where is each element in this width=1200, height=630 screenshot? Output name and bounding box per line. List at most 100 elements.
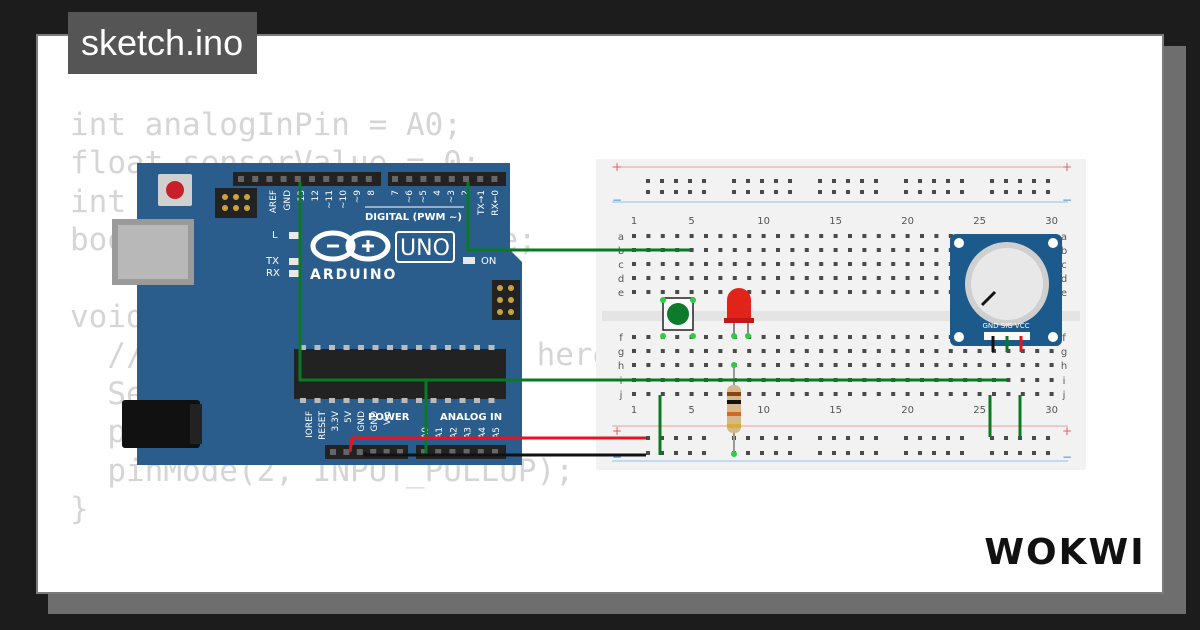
code-line: int analogInPin = A0; (70, 107, 462, 143)
chip-pin (329, 345, 335, 350)
column-number: 25 (973, 216, 986, 227)
rail-hole (660, 436, 664, 440)
rail-hole (860, 179, 864, 183)
pin-indicator (731, 451, 737, 457)
chip-pin (314, 398, 321, 403)
breadboard-hole (1006, 392, 1011, 396)
header-pin (492, 449, 498, 455)
rail-hole (646, 451, 650, 455)
digital-pin-label: 7 (391, 190, 401, 196)
breadboard-hole (718, 262, 723, 266)
smd-led (289, 258, 301, 265)
on-label: ON (481, 256, 496, 267)
pin-indicator (731, 333, 737, 339)
rail-hole (1018, 436, 1022, 440)
row-letter: a (1061, 232, 1067, 243)
code-line: } (70, 491, 89, 528)
column-number: 30 (1045, 216, 1058, 227)
breadboard-hole (920, 234, 924, 238)
rail-hole (932, 436, 936, 440)
rail-hole (946, 179, 950, 183)
rail-plus-label: + (612, 424, 622, 438)
header-pin (491, 176, 498, 182)
rail-hole (788, 179, 792, 183)
chip-pin (445, 345, 451, 350)
breadboard-hole (747, 262, 752, 266)
rail-minus-label: − (612, 450, 622, 464)
header-pin (280, 176, 287, 182)
breadboard-hole (675, 290, 680, 294)
rail-minus-label: − (1062, 193, 1072, 207)
digital-pin-label: 4 (433, 190, 443, 196)
header-pin (323, 176, 330, 182)
rail-hole (702, 436, 706, 440)
rail-hole (760, 190, 764, 194)
breadboard-hole (876, 248, 881, 252)
breadboard-hole (761, 335, 766, 339)
digital-pin-label: TX→1 (477, 190, 487, 216)
arduino-infinity-right (345, 230, 391, 262)
breadboard-hole (675, 392, 680, 396)
breadboard-hole (891, 234, 896, 238)
components: GND SIG VCC (660, 234, 1062, 457)
breadboard-center-gap (602, 311, 1080, 321)
breadboard-hole (862, 234, 867, 238)
breadboard-hole (660, 392, 665, 396)
wire (298, 182, 1008, 382)
breadboard-hole (920, 363, 924, 367)
breadboard-hole (819, 335, 824, 339)
breadboard-hole (848, 363, 852, 367)
rail-hole (960, 436, 964, 440)
digital-pin-label: ~10 (339, 190, 349, 209)
row-letter: e (618, 288, 624, 299)
rail-hole (990, 451, 994, 455)
chip-pin (430, 345, 437, 350)
rail-hole (818, 436, 822, 440)
digital-header-right (388, 172, 506, 186)
wokwi-logo-text: WOKWI (984, 532, 1145, 573)
header-pin (238, 176, 244, 182)
chip-pin (474, 398, 480, 403)
breadboard-hole (761, 276, 766, 280)
led-label-tx: TX (265, 256, 279, 267)
breadboard-hole (1049, 392, 1054, 396)
power-jack (122, 400, 200, 448)
chip-pin (387, 345, 393, 350)
breadboard-hole (920, 392, 924, 396)
rail-hole (990, 436, 994, 440)
breadboard-hole (862, 262, 867, 266)
breadboard-hole (891, 262, 896, 266)
breadboard-hole (804, 248, 809, 252)
rail-hole (846, 179, 850, 183)
breadboard-hole (891, 392, 896, 396)
breadboard-hole (891, 349, 896, 353)
rail-hole (860, 451, 864, 455)
column-number: 20 (901, 405, 914, 416)
wire (466, 182, 690, 252)
breadboard-hole (660, 349, 665, 353)
header-pin (463, 176, 469, 182)
breadboard-hole (934, 290, 939, 294)
header-pin (370, 449, 377, 455)
chip-pin (300, 345, 306, 350)
header-pin (448, 176, 455, 182)
breadboard-hole (718, 392, 723, 396)
column-number: 10 (757, 216, 770, 227)
rail-hole (1046, 190, 1050, 194)
breadboard-hole (905, 262, 910, 266)
breadboard-hole (718, 234, 723, 238)
file-tab[interactable]: sketch.ino (68, 12, 258, 74)
rail-hole (904, 179, 908, 183)
breadboard-hole (790, 363, 795, 367)
breadboard-hole (1020, 392, 1025, 396)
rail-hole (846, 451, 850, 455)
pin-indicator (660, 333, 666, 339)
header-pin (434, 176, 441, 182)
breadboard-hole (761, 234, 766, 238)
breadboard-hole (963, 363, 968, 367)
resistor-band (727, 400, 741, 404)
breadboard-hole (732, 262, 737, 266)
breadboard-hole (1020, 363, 1025, 367)
breadboard-hole (732, 248, 737, 252)
